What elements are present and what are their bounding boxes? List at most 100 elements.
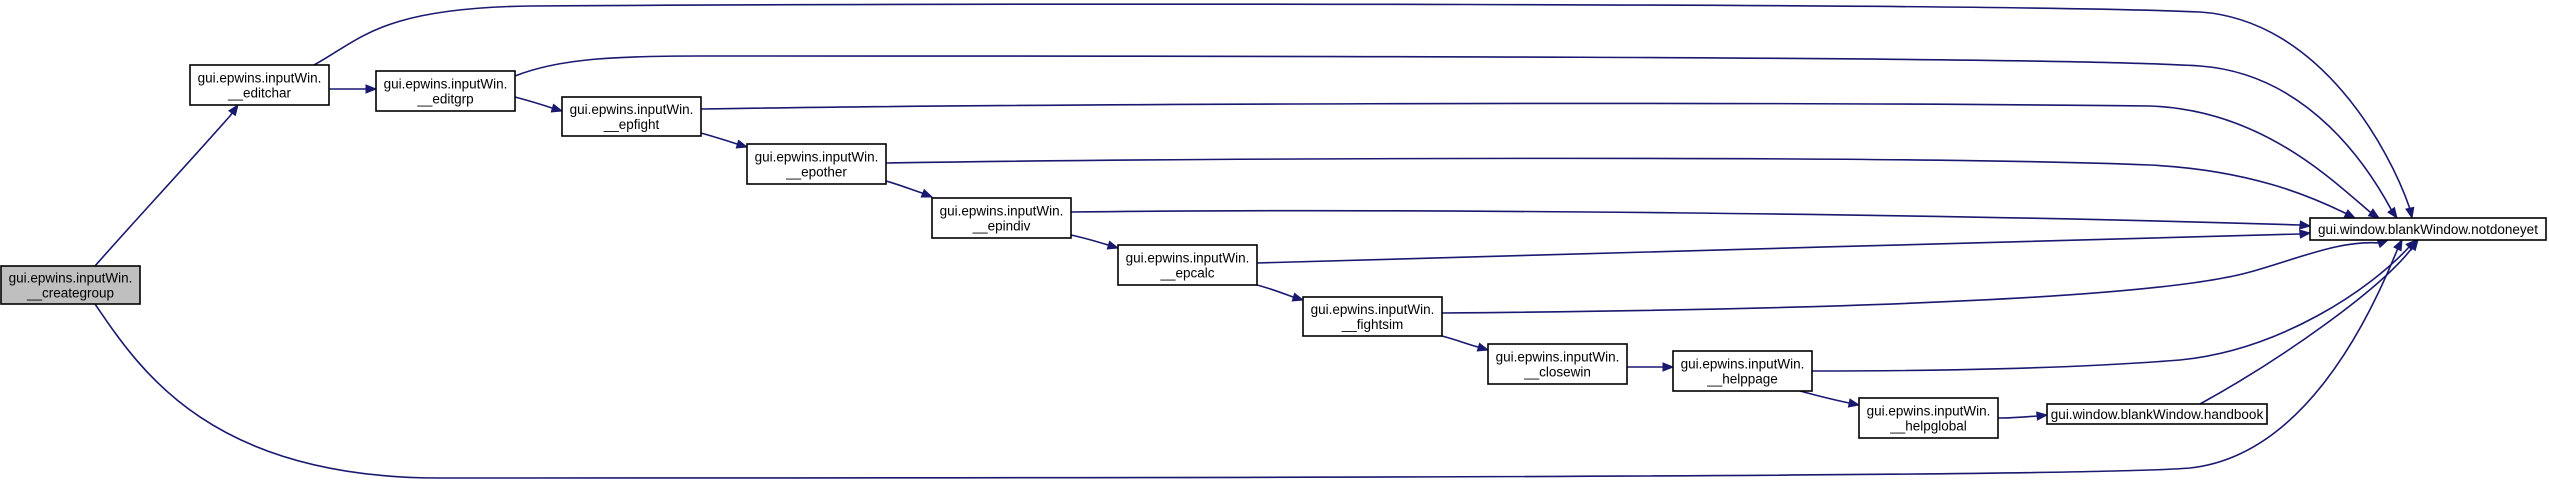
edge-line [1811,245,2411,372]
edge-closewin-to-helppage [1627,362,1675,372]
edge-arrowhead [227,103,239,117]
edge-epfight-to-epother [700,132,749,149]
node-helpglobal[interactable]: gui.epwins.inputWin.__helpglobal [1858,397,1999,439]
node-box [746,143,887,185]
edge-arrowhead [2367,208,2381,219]
edge-arrowhead [2407,238,2419,252]
node-box [2046,403,2268,425]
node-label-line1: gui.window.blankWindow.handbook [2051,407,2264,422]
edge-line [514,55,2393,212]
edge-line [885,157,2347,215]
node-label-line2: __epcalc [1159,266,1214,281]
edge-line [1070,209,2301,226]
edge-arrowhead [1476,342,1490,352]
node-label-line2: __editgrp [416,92,473,107]
edge-epfight-to-notdoneyet [700,102,2381,219]
node-label-line1: gui.epwins.inputWin. [1496,350,1620,365]
node-box [375,70,516,112]
node-label-line2: __epfight [603,117,660,132]
edge-arrowhead [735,139,749,149]
node-box [1117,244,1258,286]
node-label-line1: gui.epwins.inputWin. [9,271,133,286]
node-label-line1: gui.epwins.inputWin. [940,204,1064,219]
edge-arrowhead [365,84,378,94]
edge-arrowhead [2393,238,2403,252]
node-closewin[interactable]: gui.epwins.inputWin.__closewin [1487,343,1628,385]
edge-arrowhead [1291,292,1305,302]
node-label-line2: __epother [785,165,847,180]
edge-line [1256,233,2301,264]
edge-epcalc-to-notdoneyet [1256,229,2312,264]
edge-arrowhead [2036,411,2049,421]
edge-arrowhead [1106,240,1120,250]
node-label-line1: gui.epwins.inputWin. [570,102,694,117]
node-label-line2: __editchar [227,86,292,101]
edge-helpglobal-to-handbook [1997,411,2049,421]
edge-line [1256,284,1294,298]
edge-editchar-to-editgrp [329,84,378,94]
node-label-line1: gui.epwins.inputWin. [198,71,322,86]
edges-layer [94,3,2419,479]
edge-arrowhead [920,188,934,198]
edge-arrowhead [2343,209,2357,219]
edge-line [1070,234,1109,246]
node-label-line1: gui.epwins.inputWin. [1311,302,1435,317]
edge-arrowhead [1662,362,1675,372]
node-epindiv[interactable]: gui.epwins.inputWin.__epindiv [931,197,1072,239]
edge-epother-to-notdoneyet [885,157,2357,219]
edge-line [1799,390,1850,404]
node-fightsim[interactable]: gui.epwins.inputWin.__fightsim [1302,296,1443,337]
edge-epindiv-to-notdoneyet [1070,209,2312,230]
node-epcalc[interactable]: gui.epwins.inputWin.__epcalc [1117,244,1258,286]
node-box [0,265,141,305]
node-editgrp[interactable]: gui.epwins.inputWin.__editgrp [375,70,516,112]
edge-editgrp-to-notdoneyet [514,55,2398,220]
edge-arrowhead [1847,398,1861,408]
node-box [1487,343,1628,385]
node-label-line2: __helpglobal [1889,419,1967,434]
node-handbook[interactable]: gui.window.blankWindow.handbook [2046,403,2268,425]
edge-epindiv-to-epcalc [1070,234,1120,250]
node-label-line2: __creategroup [26,286,114,301]
node-label-line1: gui.epwins.inputWin. [1126,251,1250,266]
edge-line [94,247,2399,479]
node-box [561,96,702,137]
edge-creategroup-to-notdoneyet [94,238,2403,479]
node-box [2309,217,2547,241]
node-box [1302,296,1443,337]
node-epother[interactable]: gui.epwins.inputWin.__epother [746,143,887,185]
edge-arrowhead [2299,229,2312,239]
edge-line [1441,335,1479,348]
edge-line [2199,247,2413,405]
node-editchar[interactable]: gui.epwins.inputWin.__editchar [189,64,330,106]
edge-arrowhead [2376,239,2390,249]
edge-arrowhead [2299,220,2312,230]
edge-helppage-to-notdoneyet [1811,239,2417,372]
edge-editgrp-to-epfight [514,96,564,113]
node-label-line2: __helppage [1706,372,1778,387]
node-helppage[interactable]: gui.epwins.inputWin.__helppage [1672,350,1813,392]
node-label-line1: gui.window.blankWindow.notdoneyet [2318,222,2538,237]
node-label-line2: __epindiv [972,219,1031,234]
edge-fightsim-to-closewin [1441,335,1490,352]
edge-editchar-to-notdoneyet [313,3,2415,220]
edge-line [885,180,924,195]
nodes-layer: gui.epwins.inputWin.__creategroupgui.epw… [0,64,2547,439]
node-label-line1: gui.epwins.inputWin. [1681,357,1805,372]
edge-helppage-to-helpglobal [1799,390,1861,408]
node-notdoneyet[interactable]: gui.window.blankWindow.notdoneyet [2309,217,2547,241]
edge-line [313,3,2411,210]
node-creategroup[interactable]: gui.epwins.inputWin.__creategroup [0,265,141,305]
edge-arrowhead [550,103,564,113]
node-epfight[interactable]: gui.epwins.inputWin.__epfight [561,96,702,137]
node-label-line1: gui.epwins.inputWin. [384,77,508,92]
edge-line [514,96,553,109]
node-label-line2: __closewin [1523,365,1591,380]
node-box [1858,397,1999,439]
edge-line [700,132,738,145]
edge-arrowhead [2405,206,2415,220]
edge-fightsim-to-notdoneyet [1441,239,2390,314]
node-box [931,197,1072,239]
edge-epcalc-to-fightsim [1256,284,1305,302]
